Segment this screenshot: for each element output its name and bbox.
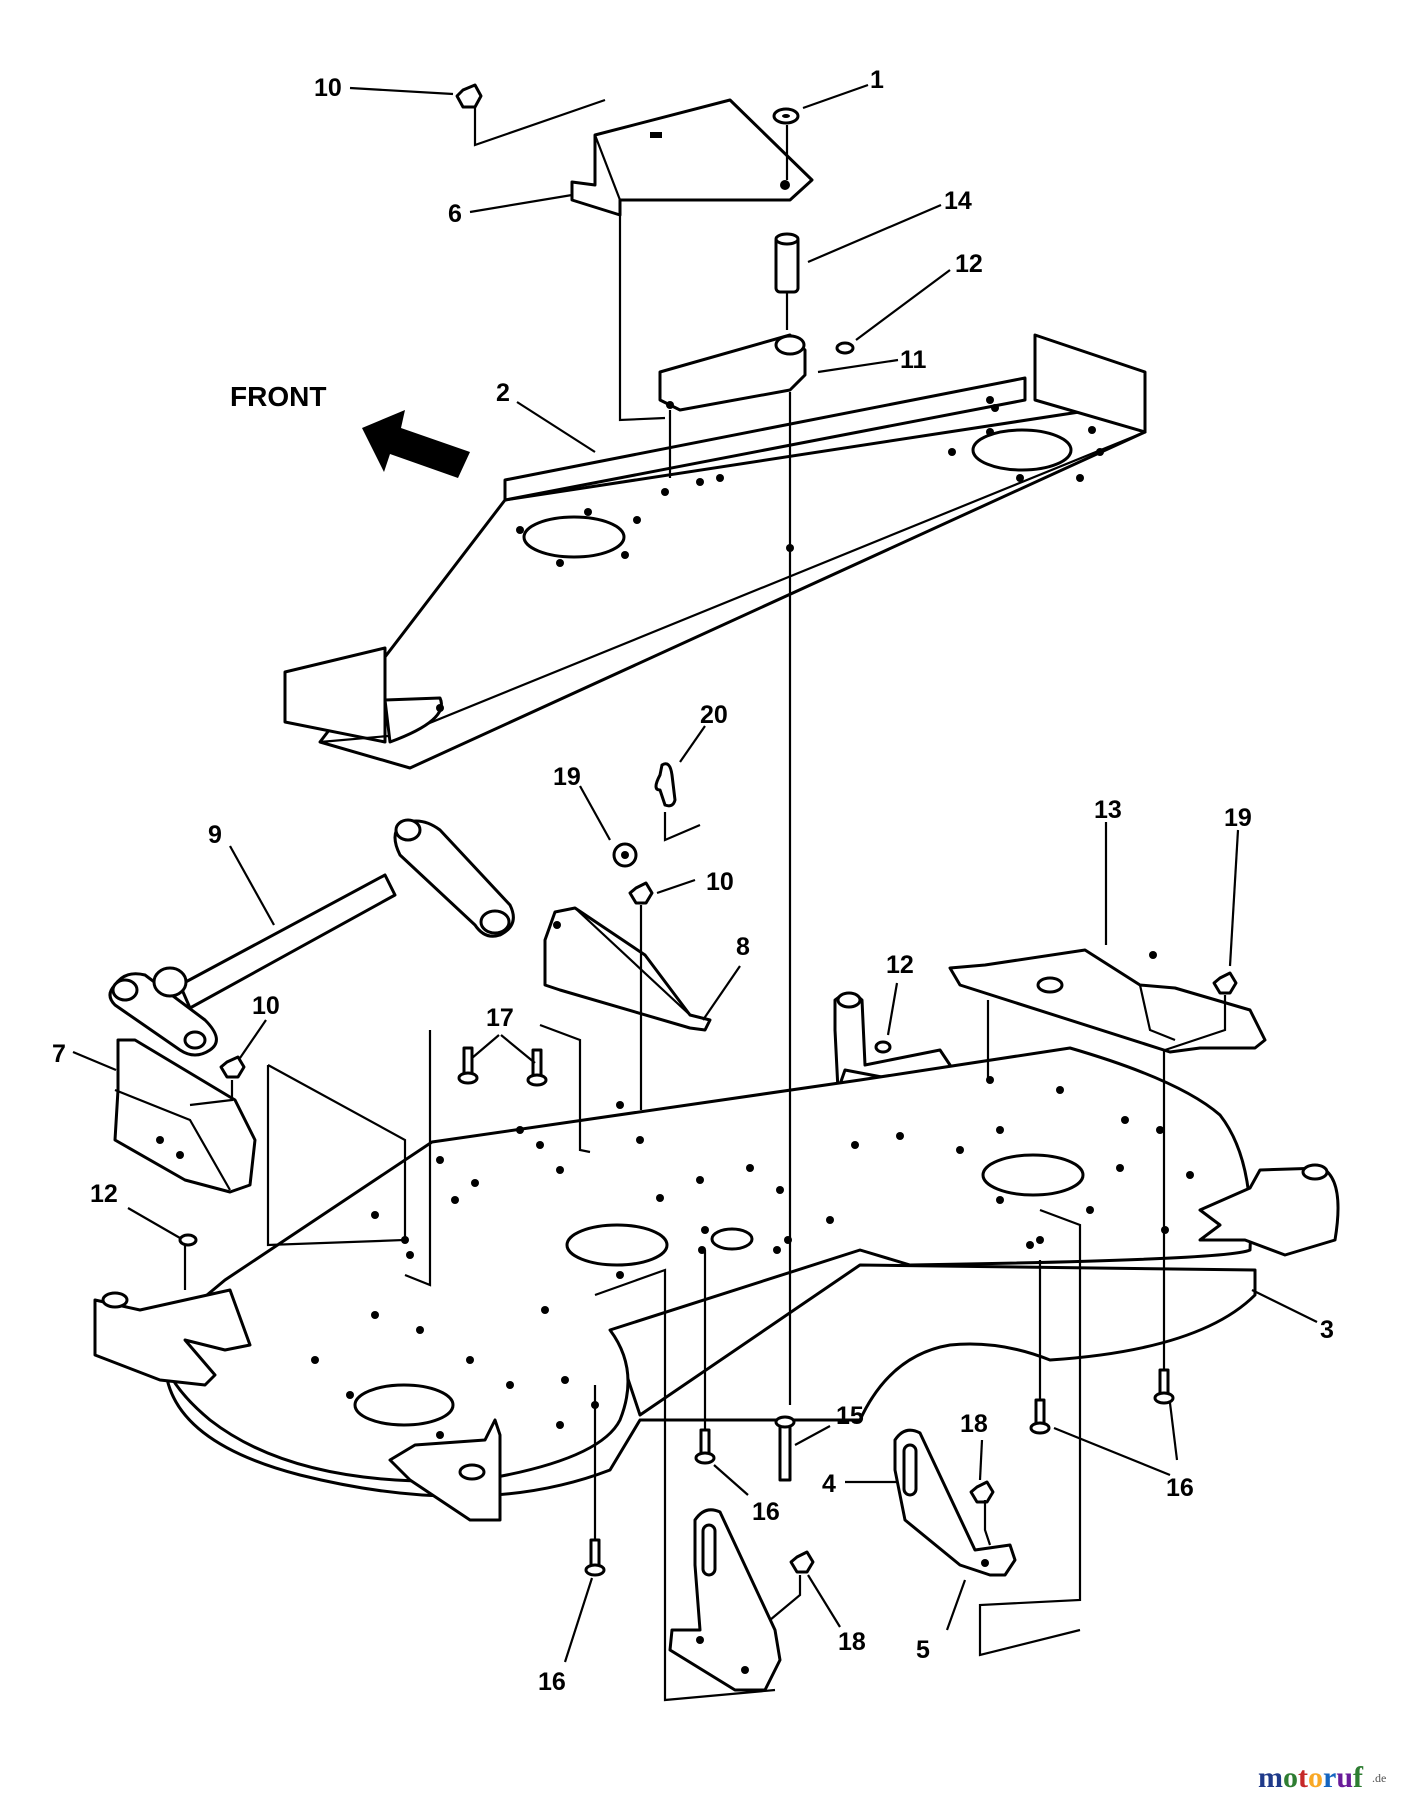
callout-8: 8 — [736, 933, 750, 961]
mower-deck — [93, 1046, 1340, 1522]
callout-20: 20 — [700, 701, 728, 729]
callout-19-mid: 19 — [553, 763, 581, 791]
washer-part-1 — [772, 107, 800, 125]
callout-16-mid: 16 — [752, 1498, 780, 1526]
callout-4: 4 — [822, 1470, 836, 1498]
front-arrow-icon — [362, 410, 470, 478]
bolt-part-16-d — [1153, 1368, 1175, 1405]
callout-19-right: 19 — [1224, 804, 1252, 832]
callout-13: 13 — [1094, 796, 1122, 824]
callout-1: 1 — [870, 66, 884, 94]
watermark-letter: o — [1308, 1761, 1323, 1794]
watermark-letter: r — [1323, 1761, 1336, 1794]
upper-mount-plate — [283, 333, 1147, 770]
top-bracket — [570, 98, 814, 217]
callout-17: 17 — [486, 1004, 514, 1032]
callout-2: 2 — [496, 379, 510, 407]
watermark-suffix: .de — [1372, 1771, 1386, 1785]
spindle-post — [833, 991, 962, 1092]
callout-16-right-a: 16 — [1166, 1474, 1194, 1502]
nut-part-10-mid — [628, 881, 654, 905]
watermark-letter: o — [1283, 1761, 1298, 1794]
callout-numbers: 10 1 6 14 12 11 2 20 19 9 10 13 19 8 12 … — [52, 66, 1334, 1696]
upper-plate-holes — [436, 396, 1104, 712]
callout-9: 9 — [208, 821, 222, 849]
lower-bracket-left — [668, 1508, 782, 1692]
watermark-letter: t — [1298, 1761, 1308, 1794]
callout-7: 7 — [52, 1040, 66, 1068]
watermark-letter: u — [1336, 1761, 1353, 1794]
callout-5: 5 — [916, 1636, 930, 1664]
callout-18-mid: 18 — [838, 1628, 866, 1656]
callout-12-mid: 12 — [886, 951, 914, 979]
watermark-letter: m — [1258, 1761, 1283, 1794]
assembly-guide-lines — [183, 98, 1227, 1702]
nut-part-18-b — [789, 1550, 815, 1574]
callout-12-left: 12 — [90, 1180, 118, 1208]
callout-10-mid: 10 — [706, 868, 734, 896]
deck-holes — [311, 1076, 1194, 1439]
watermark: motoruf .de — [1258, 1761, 1386, 1794]
pin-part-20 — [654, 762, 677, 808]
callout-10-top: 10 — [314, 74, 342, 102]
bolt-part-15 — [774, 1415, 796, 1482]
callout-10-left: 10 — [252, 992, 280, 1020]
screw-part-12-top — [835, 341, 855, 355]
callout-11: 11 — [900, 346, 927, 374]
pivot-arm-part-11 — [658, 333, 807, 412]
callout-12-top: 12 — [955, 250, 983, 278]
axle-shaft — [108, 818, 515, 1057]
nut-part-10-left — [219, 1055, 246, 1079]
lower-bracket-right — [893, 1428, 1017, 1577]
bolt-part-17-a — [457, 1046, 479, 1085]
nut-part-19-right — [1212, 971, 1238, 995]
callout-leaders — [72, 83, 1318, 1663]
svg-text:motoruf: motoruf — [1258, 1761, 1364, 1794]
bolt-part-16-c — [1029, 1398, 1051, 1435]
side-bracket-part-7 — [113, 1038, 257, 1194]
callout-16-bottom: 16 — [538, 1668, 566, 1696]
callout-3: 3 — [1320, 1316, 1334, 1344]
rear-bracket-part-13 — [948, 948, 1267, 1054]
side-bracket-part-8 — [543, 906, 712, 1032]
callout-14: 14 — [944, 187, 972, 215]
washer-part-19-mid — [612, 842, 638, 868]
nut-part-10-top — [455, 83, 483, 109]
bolt-part-16-a — [694, 1428, 716, 1465]
callout-6: 6 — [448, 200, 462, 228]
spacer-part-14 — [774, 232, 800, 294]
bolt-part-17-b — [526, 1048, 548, 1087]
callout-15: 15 — [836, 1402, 864, 1430]
front-label: FRONT — [230, 381, 326, 412]
bolt-part-16-b — [584, 1538, 606, 1577]
nut-part-18-a — [969, 1480, 995, 1504]
callout-18-right: 18 — [960, 1410, 988, 1438]
screw-part-12-left — [178, 1233, 198, 1247]
watermark-letter: f — [1353, 1761, 1364, 1794]
